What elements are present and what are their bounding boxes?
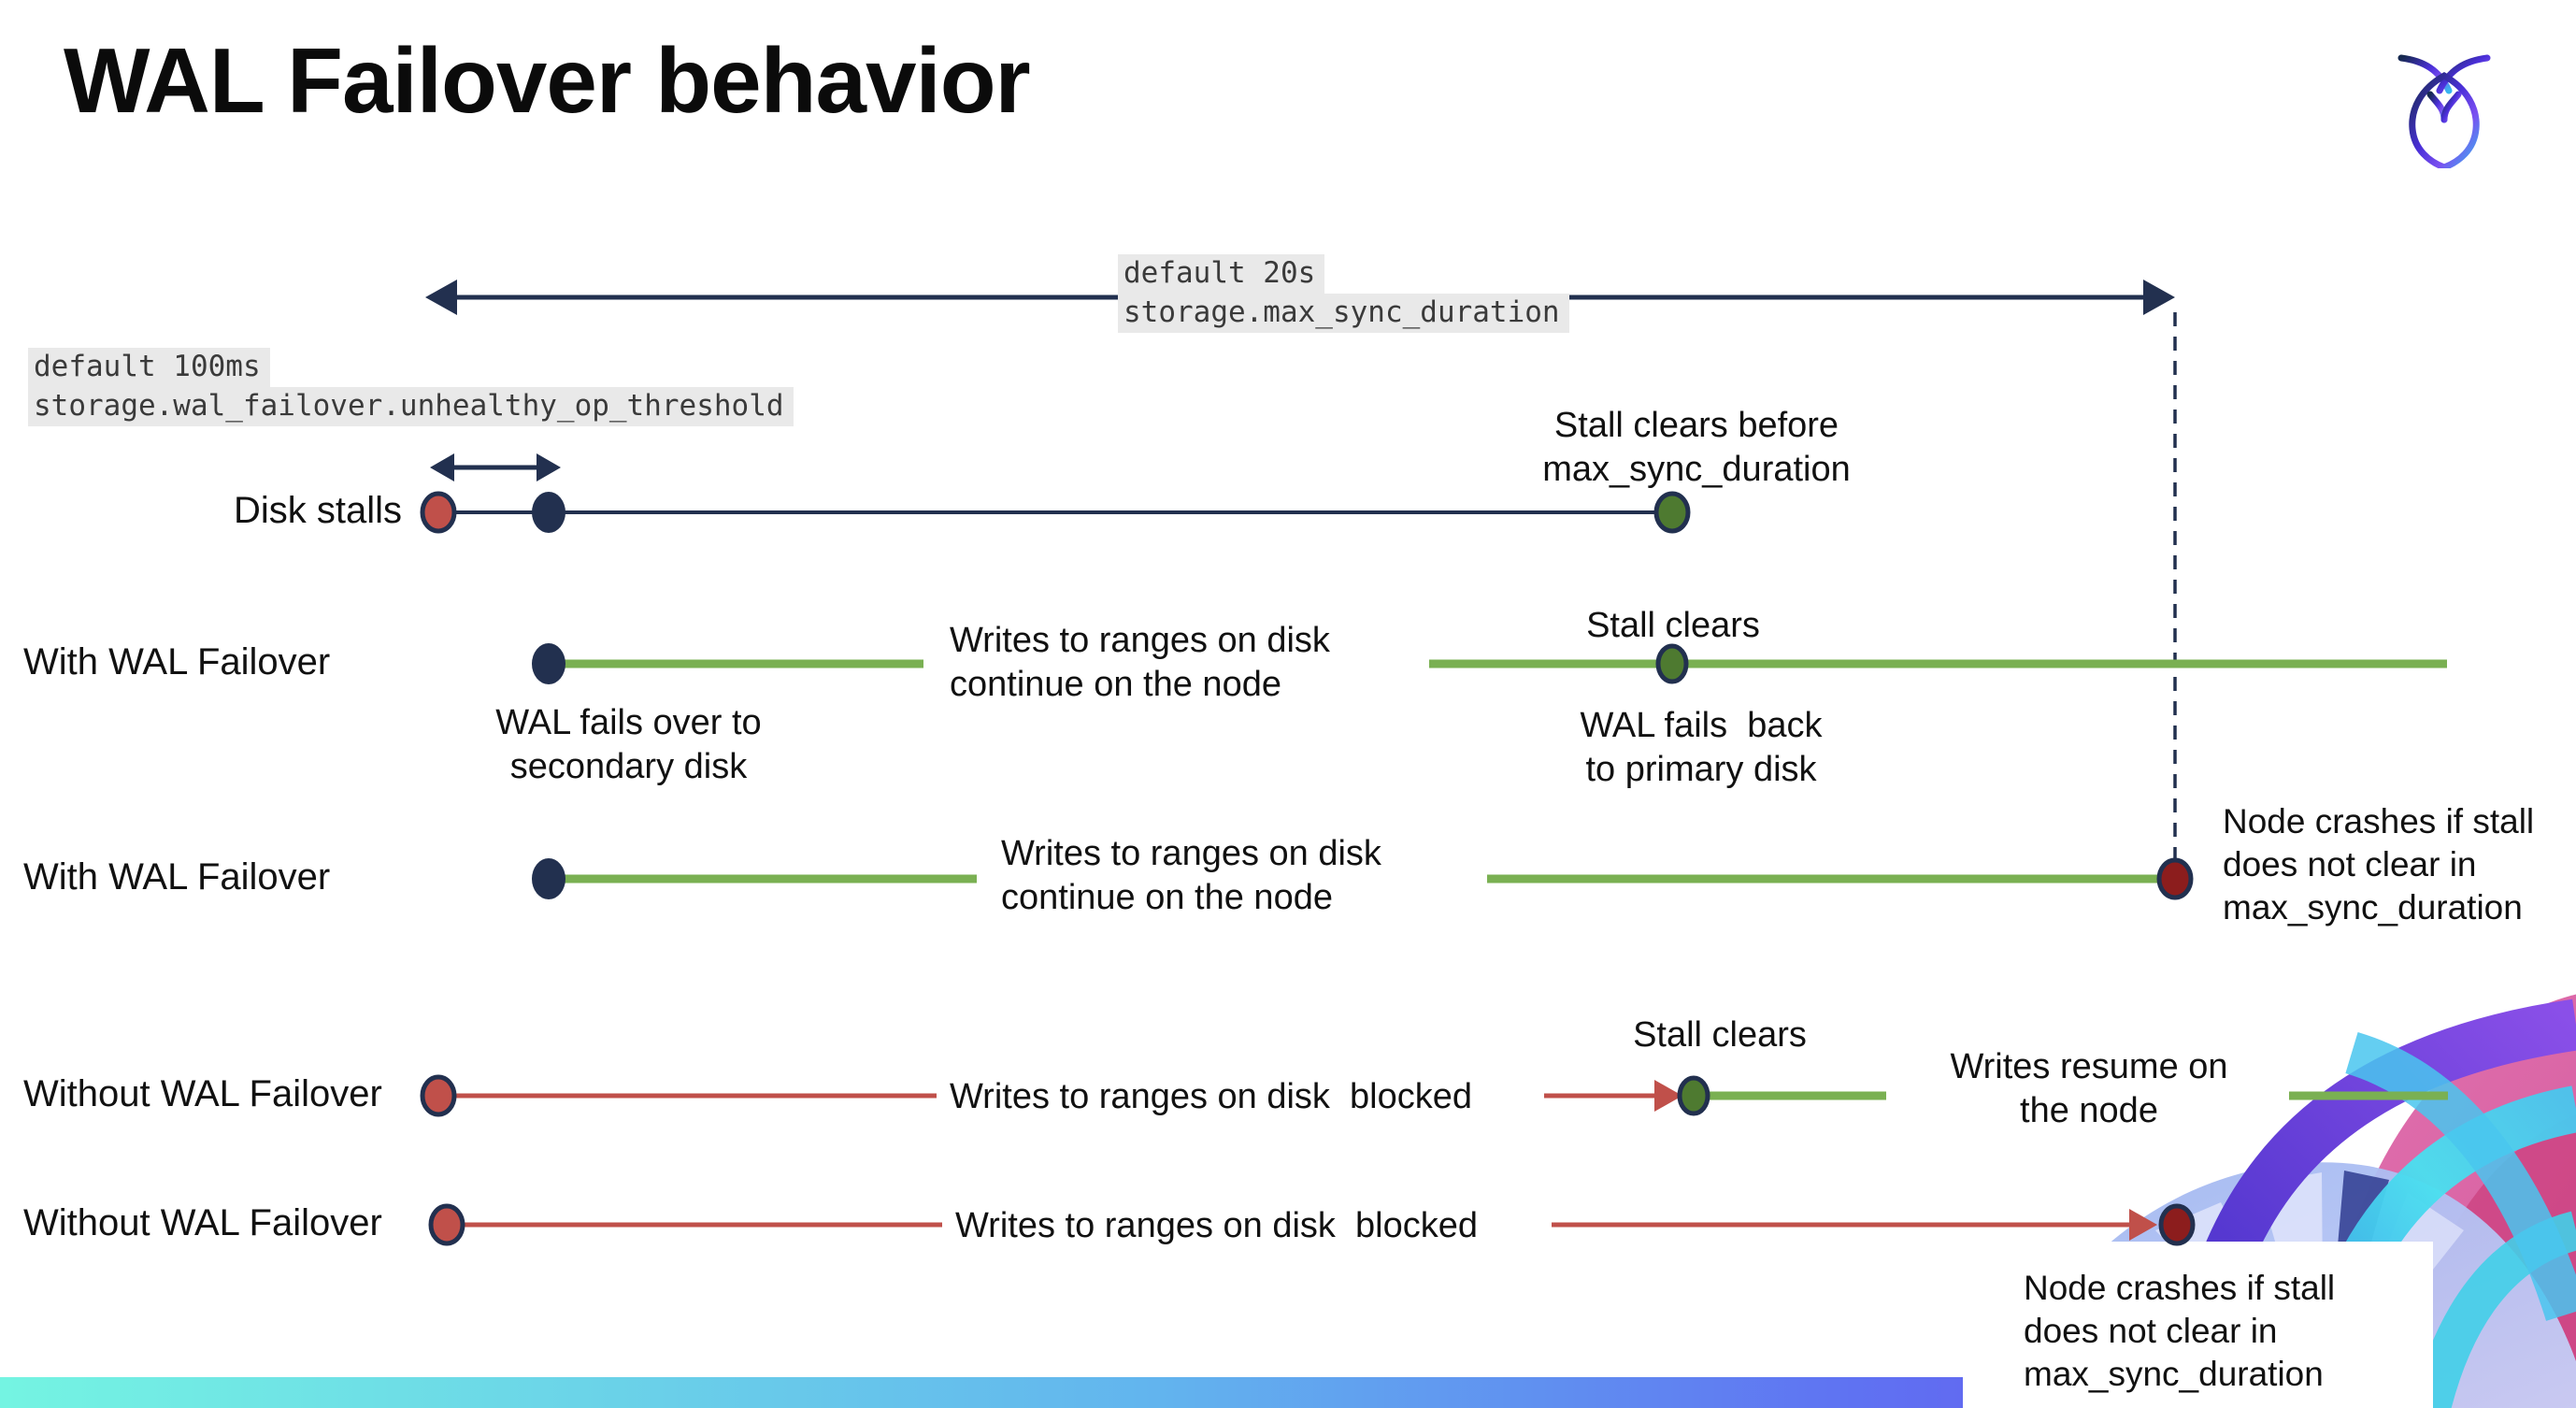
cockroachdb-logo-icon xyxy=(2397,54,2491,168)
arrow-head-right xyxy=(537,453,561,481)
threshold-dot xyxy=(532,492,565,533)
stall-start-dot xyxy=(428,1203,465,1246)
arrow-head-left xyxy=(430,453,454,481)
stall-start-dot xyxy=(420,1074,457,1117)
stall-clears-dot xyxy=(1677,1075,1710,1116)
row-label-with-failover-2: With WAL Failover xyxy=(23,856,331,898)
node-crash-note-1: Node crashes if stall does not clear in … xyxy=(2223,802,2535,927)
max-sync-setting-name: storage.max_sync_duration xyxy=(1118,294,1569,333)
row-without-failover-2 xyxy=(428,1203,2196,1246)
writes-continue-note-1: Writes to ranges on disk continue on the… xyxy=(950,621,1330,704)
failback-note: WAL fails back to primary disk xyxy=(1580,706,1823,789)
node-crash-dot xyxy=(2158,1203,2196,1246)
stall-clears-before-note: Stall clears before max_sync_duration xyxy=(1542,406,1851,489)
row-label-with-failover-1: With WAL Failover xyxy=(23,641,331,682)
max-sync-duration-label: default 20s storage.max_sync_duration xyxy=(1118,254,1569,333)
blocked-arrow-head xyxy=(2129,1209,2157,1241)
writes-resume-note: Writes resume on the node xyxy=(1950,1047,2228,1130)
writes-blocked-note-2: Writes to ranges on disk blocked xyxy=(955,1206,1479,1245)
row-label-without-failover-2: Without WAL Failover xyxy=(23,1202,382,1243)
failover-note: WAL fails over to secondary disk xyxy=(495,703,762,786)
writes-continue-note-2: Writes to ranges on disk continue on the… xyxy=(1001,834,1381,917)
arrow-head-right xyxy=(2143,280,2175,315)
failover-dot xyxy=(532,858,565,899)
row-with-failover-2 xyxy=(532,857,2194,900)
row-with-failover-1 xyxy=(532,643,2447,684)
row-without-failover-1 xyxy=(420,1074,2448,1117)
writes-blocked-note-1: Writes to ranges on disk blocked xyxy=(950,1077,1473,1116)
logo-fork-right xyxy=(2440,91,2462,123)
arrow-head-left xyxy=(425,280,457,315)
unhealthy-op-threshold-label: default 100ms storage.wal_failover.unhea… xyxy=(28,348,794,426)
max-sync-default-value: default 20s xyxy=(1118,254,1325,294)
failover-dot xyxy=(532,643,565,684)
threshold-default-value: default 100ms xyxy=(28,348,270,387)
stall-clears-dot xyxy=(1655,643,1689,684)
row-disk-stalls xyxy=(420,491,1691,534)
stall-clears-note-2: Stall clears xyxy=(1633,1015,1807,1055)
stall-start-dot xyxy=(420,491,457,534)
page-title: WAL Failover behavior xyxy=(64,29,1031,132)
logo-antenna-right xyxy=(2436,54,2491,94)
threshold-setting-name: storage.wal_failover.unhealthy_op_thresh… xyxy=(28,387,794,426)
stall-clears-note-1: Stall clears xyxy=(1586,606,1760,645)
node-crash-note-2: Node crashes if stall does not clear in … xyxy=(2024,1269,2336,1393)
crash-note-background-box xyxy=(1963,1242,2433,1408)
blocked-arrow-head xyxy=(1654,1080,1682,1112)
row-label-disk-stalls: Disk stalls xyxy=(233,490,402,531)
unhealthy-op-threshold-arrow xyxy=(430,453,561,481)
stall-clears-dot xyxy=(1653,491,1691,534)
node-crash-dot xyxy=(2156,857,2194,900)
art-cyan-arc-3 xyxy=(2345,1031,2576,1321)
row-label-without-failover-1: Without WAL Failover xyxy=(23,1073,382,1114)
